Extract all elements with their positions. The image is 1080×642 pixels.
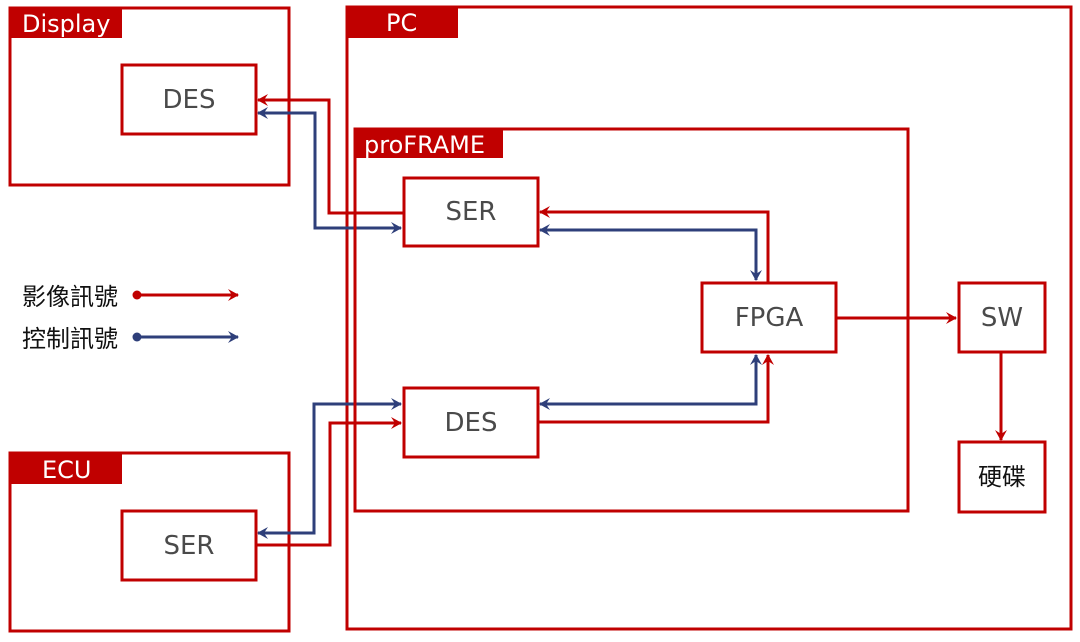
control-link-ser-display: [257, 107, 402, 234]
control-link-des-fpga: [539, 354, 762, 410]
node-proframe-ser: SER: [402, 176, 540, 248]
group-pc: PC: [345, 5, 1073, 631]
pc-tag: [346, 6, 458, 38]
proframe-tag: [354, 128, 503, 158]
video-link-ecu-to-des: [256, 417, 402, 547]
legend: 影像訊號 控制訊號: [22, 283, 239, 353]
display-label: Display: [22, 10, 110, 38]
control-link-fpga-ser: [539, 224, 762, 281]
video-link-des-to-fpga: [538, 354, 774, 424]
svg-text:SER: SER: [446, 197, 497, 227]
legend-item-control: 控制訊號: [22, 325, 239, 353]
display-tag: [9, 7, 122, 38]
node-fpga: FPGA: [700, 281, 838, 354]
node-display-des: DES: [120, 63, 258, 136]
ecu-tag: [9, 452, 122, 484]
video-link-fpga-to-ser: [539, 206, 770, 282]
svg-text:FPGA: FPGA: [735, 303, 804, 333]
node-sw: SW: [957, 281, 1047, 354]
ecu-label: ECU: [42, 456, 92, 484]
pc-frame: [345, 5, 1073, 631]
proframe-label: proFRAME: [364, 131, 485, 159]
display-frame: [8, 6, 291, 187]
svg-text:SER: SER: [164, 531, 215, 561]
legend-item-video: 影像訊號: [22, 283, 239, 311]
svg-text:DES: DES: [163, 85, 216, 115]
control-link-ecu-des: [257, 398, 402, 539]
group-proframe: proFRAME: [353, 127, 910, 513]
svg-text:SW: SW: [981, 303, 1023, 333]
proframe-frame: [353, 127, 910, 513]
svg-text:硬碟: 硬碟: [978, 463, 1026, 491]
group-display: Display: [8, 6, 291, 187]
node-proframe-des: DES: [402, 386, 540, 459]
group-ecu: ECU: [8, 451, 291, 633]
svg-text:DES: DES: [445, 408, 498, 438]
node-ecu-ser: SER: [120, 509, 258, 582]
legend-video-label: 影像訊號: [22, 283, 118, 311]
node-hdd: 硬碟: [957, 440, 1047, 514]
legend-control-label: 控制訊號: [22, 325, 118, 353]
pc-label: PC: [386, 9, 417, 37]
ecu-frame: [8, 451, 291, 633]
